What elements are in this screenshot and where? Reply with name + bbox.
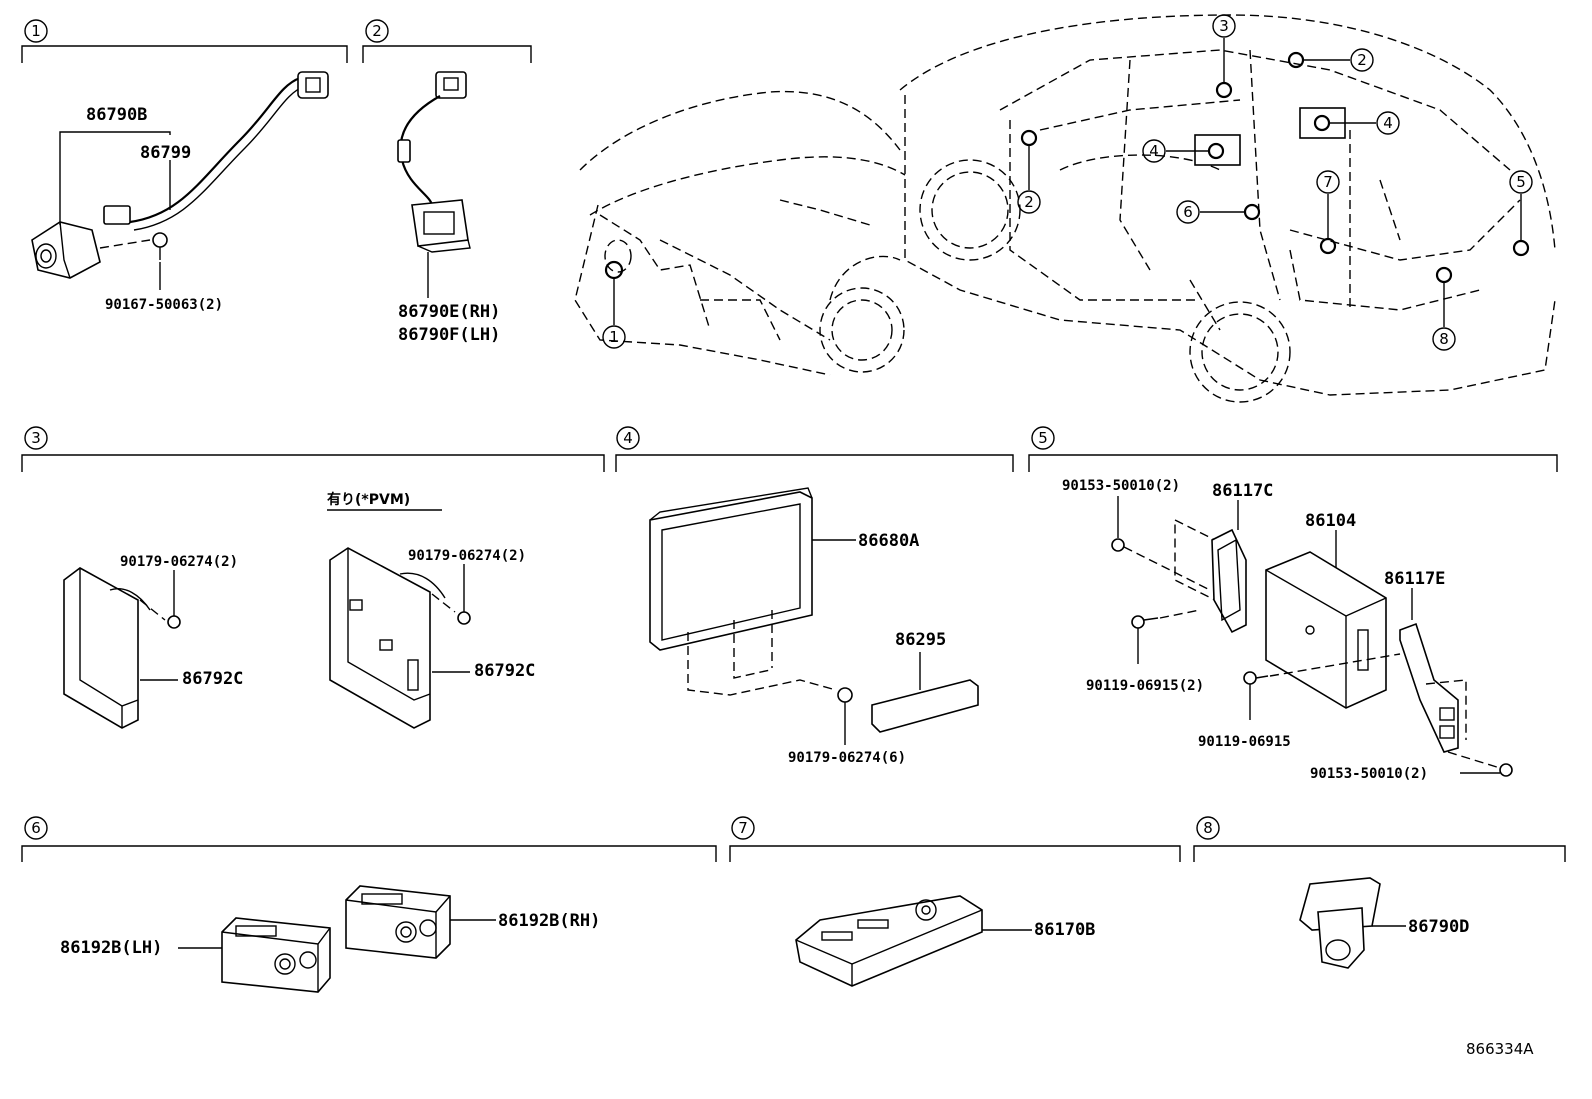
front-camera-icon: [31, 221, 101, 279]
section-4-drawing: 90179-06274(6) 86680A 86295: [649, 487, 979, 766]
part-86790B: 86790B: [86, 105, 147, 125]
section-8-header: 8: [1193, 816, 1566, 862]
screw-icon: [152, 232, 168, 248]
part-90179-06274-a: 90179-06274(2): [120, 554, 238, 570]
vehicle-callout-8: 8: [1439, 330, 1449, 348]
receiver-icon: [1265, 551, 1387, 709]
part-90119-06915-b: 90119-06915: [1198, 734, 1291, 750]
svg-text:3: 3: [31, 429, 41, 447]
part-86104: 86104: [1305, 511, 1356, 531]
vehicle-callout-5: 5: [1516, 173, 1526, 191]
vehicle-callout-7: 7: [1323, 173, 1333, 191]
part-86117E: 86117E: [1384, 569, 1445, 589]
part-90179-06274-b: 90179-06274(2): [408, 548, 526, 564]
part-86192B-RH: 86192B(RH): [498, 911, 600, 931]
side-camera-connector-icon: [435, 71, 467, 99]
section-2-drawing: 86790E(RH) 86790F(LH): [397, 71, 500, 345]
part-90153-50010-b: 90153-50010(2): [1310, 766, 1428, 782]
vehicle-callout-6: 6: [1183, 203, 1193, 221]
ecu-b-icon: [329, 547, 431, 729]
part-86792C-a: 86792C: [182, 669, 243, 689]
section-1-drawing: 86790B 86799 90167-50063(2): [31, 71, 329, 313]
vehicle-callout-1: 1: [609, 328, 619, 346]
part-86680A: 86680A: [858, 531, 919, 551]
display-icon: [649, 491, 813, 651]
vehicle-callout-2a: 2: [1357, 51, 1367, 69]
bracket-r-icon: [1399, 622, 1459, 753]
part-86790E: 86790E(RH): [398, 302, 500, 322]
vehicle-callout-4a: 4: [1149, 142, 1159, 160]
part-86790D: 86790D: [1408, 917, 1469, 937]
diagram-id: 866334A: [1466, 1040, 1534, 1058]
section-8-drawing: 86790D: [1299, 877, 1469, 969]
section-2-header: 2: [362, 19, 532, 63]
section-5-drawing: 90153-50010(2) 86117C 86104 86117E 90119…: [1062, 478, 1513, 782]
cable-connector-icon: [297, 71, 329, 99]
svg-text:4: 4: [623, 429, 633, 447]
front-vehicle-view: 1: [574, 90, 906, 376]
part-90179-06274-c: 90179-06274(6): [788, 750, 906, 766]
camera-location-1-icon: [604, 260, 624, 280]
rear-vehicle-view: 3 2 2 4 4 5 6 7 8: [899, 14, 1556, 403]
section-6-header: 6: [21, 816, 717, 862]
svg-text:1: 1: [31, 22, 41, 40]
side-camera-icon: [411, 199, 469, 247]
section-3-drawing: 有り(*PVM) 90179-06274(2) 86792C 90179-062…: [63, 491, 535, 729]
remote-icon: [795, 895, 983, 987]
part-86295: 86295: [895, 630, 946, 650]
part-86170B: 86170B: [1034, 920, 1095, 940]
vehicle-callout-3: 3: [1219, 17, 1229, 35]
section-1-header: 1: [21, 19, 348, 63]
nut-icon: [837, 687, 853, 703]
svg-text:8: 8: [1203, 819, 1213, 837]
part-86117C: 86117C: [1212, 481, 1273, 501]
pvm-note: 有り(*PVM): [327, 491, 410, 508]
part-86799: 86799: [140, 143, 191, 163]
part-90153-50010-a: 90153-50010(2): [1062, 478, 1180, 494]
svg-text:5: 5: [1038, 429, 1048, 447]
section-7-header: 7: [729, 816, 1181, 862]
section-4-header: 4: [615, 426, 1014, 472]
section-5-header: 5: [1028, 426, 1558, 472]
vehicle-callout-2b: 2: [1024, 193, 1034, 211]
part-90119-06915-a: 90119-06915(2): [1086, 678, 1204, 694]
svg-text:2: 2: [372, 22, 382, 40]
cover-icon: [871, 679, 979, 733]
svg-text:7: 7: [738, 819, 748, 837]
section-7-drawing: 86170B: [795, 895, 1095, 987]
section-3-header: 3: [21, 426, 605, 472]
part-86792C-b: 86792C: [474, 661, 535, 681]
part-86790F: 86790F(LH): [398, 325, 500, 345]
part-86192B-LH: 86192B(LH): [60, 938, 162, 958]
part-90167-50063: 90167-50063(2): [105, 297, 223, 313]
svg-text:6: 6: [31, 819, 41, 837]
section-6-drawing: 86192B(LH) 86192B(RH): [60, 885, 600, 993]
vehicle-callout-4b: 4: [1383, 114, 1393, 132]
